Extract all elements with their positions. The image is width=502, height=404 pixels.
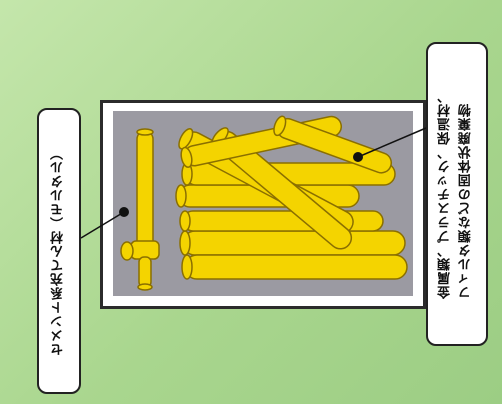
vertical-pipe-left	[120, 128, 160, 291]
leader-line-right	[357, 127, 427, 158]
pipes-drawing	[120, 115, 408, 291]
waste-drum-illustration	[100, 100, 426, 309]
mortar-fill-area	[113, 111, 413, 296]
label-solid-waste-line1: 金属類、プラスチック、保温材、	[438, 89, 454, 299]
label-solid-waste: 金属類、プラスチック、保温材、 フィルタ類などの固体状廃棄物	[426, 42, 488, 346]
label-solid-waste-text: 金属類、プラスチック、保温材、 フィルタ類などの固体状廃棄物	[436, 89, 478, 299]
label-cement-filler-text: セメント系充てん材（モルタル）	[50, 146, 66, 356]
label-cement-filler: セメント系充てん材（モルタル）	[37, 108, 81, 394]
leader-line-left	[80, 211, 125, 239]
leader-dot-right	[353, 152, 363, 162]
leader-dot-left	[119, 207, 129, 217]
diagonal-rods	[178, 115, 393, 250]
label-solid-waste-line2: フィルタ類などの固体状廃棄物	[459, 103, 474, 299]
